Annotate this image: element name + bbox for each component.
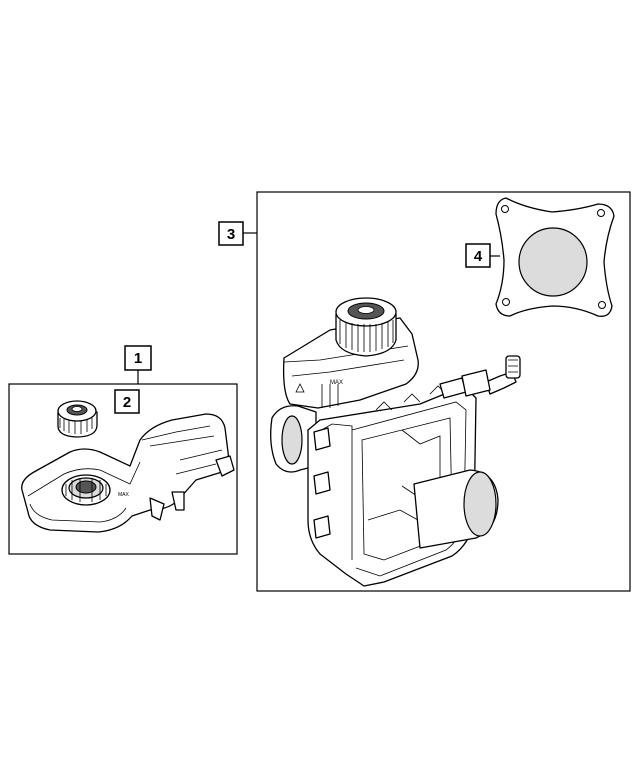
callout-1-label: 1 — [134, 350, 142, 367]
callout-2[interactable]: 2 — [114, 389, 140, 414]
reservoir-cap — [57, 400, 98, 438]
callout-2-label: 2 — [123, 394, 131, 411]
callout-4-label: 4 — [474, 248, 483, 265]
callout-3-label: 3 — [227, 226, 235, 243]
callout-1[interactable]: 1 — [124, 345, 152, 371]
booster-frame — [256, 191, 631, 592]
callout-4[interactable]: 4 — [465, 243, 491, 268]
reservoir-max-marking: MAX — [118, 492, 130, 498]
booster-reservoir-max-marking: MAX — [330, 380, 343, 386]
brake-booster-assembly: MAX — [270, 297, 521, 587]
reservoir-body: MAX — [21, 413, 235, 533]
mounting-gasket — [495, 197, 615, 317]
callout-3[interactable]: 3 — [218, 221, 244, 246]
reservoir-frame — [8, 383, 238, 555]
